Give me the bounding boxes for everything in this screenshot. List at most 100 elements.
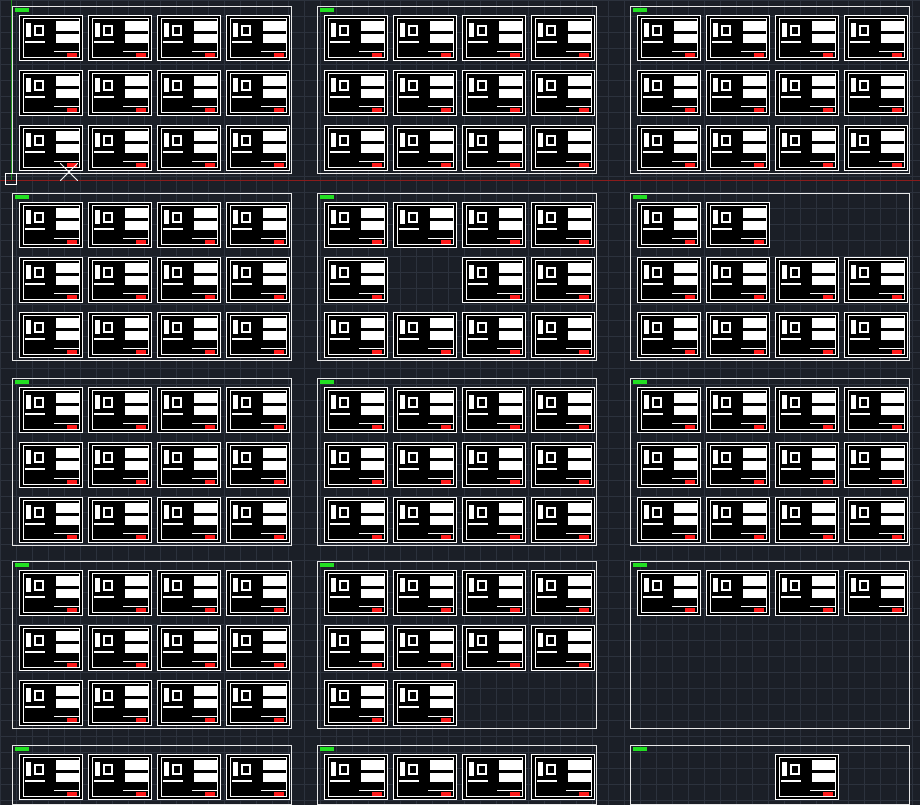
drawing-sheet[interactable] <box>19 625 83 671</box>
sheet-group[interactable] <box>12 745 292 805</box>
drawing-sheet[interactable] <box>775 754 839 800</box>
drawing-sheet[interactable] <box>844 387 908 433</box>
drawing-sheet[interactable] <box>19 680 83 726</box>
drawing-sheet[interactable] <box>706 570 770 616</box>
drawing-sheet[interactable] <box>706 312 770 358</box>
drawing-sheet[interactable] <box>19 754 83 800</box>
drawing-sheet[interactable] <box>706 15 770 61</box>
sheet-group[interactable] <box>12 378 292 546</box>
sheet-group[interactable] <box>317 6 597 174</box>
drawing-sheet[interactable] <box>637 387 701 433</box>
drawing-sheet[interactable] <box>775 125 839 171</box>
drawing-sheet[interactable] <box>393 70 457 116</box>
sheet-group[interactable] <box>630 745 910 805</box>
drawing-sheet[interactable] <box>88 680 152 726</box>
drawing-sheet[interactable] <box>19 70 83 116</box>
drawing-sheet[interactable] <box>393 570 457 616</box>
drawing-sheet[interactable] <box>706 202 770 248</box>
drawing-sheet[interactable] <box>775 387 839 433</box>
drawing-sheet[interactable] <box>531 15 595 61</box>
drawing-sheet[interactable] <box>324 202 388 248</box>
drawing-sheet[interactable] <box>531 625 595 671</box>
drawing-sheet[interactable] <box>324 125 388 171</box>
drawing-sheet[interactable] <box>706 257 770 303</box>
drawing-sheet[interactable] <box>157 312 221 358</box>
drawing-sheet[interactable] <box>531 202 595 248</box>
drawing-sheet[interactable] <box>226 257 290 303</box>
sheet-group[interactable] <box>630 378 910 546</box>
drawing-sheet[interactable] <box>637 570 701 616</box>
drawing-sheet[interactable] <box>531 312 595 358</box>
drawing-sheet[interactable] <box>844 257 908 303</box>
drawing-sheet[interactable] <box>324 754 388 800</box>
drawing-sheet[interactable] <box>157 125 221 171</box>
drawing-sheet[interactable] <box>88 497 152 543</box>
drawing-sheet[interactable] <box>226 125 290 171</box>
drawing-sheet[interactable] <box>19 202 83 248</box>
drawing-sheet[interactable] <box>226 497 290 543</box>
drawing-sheet[interactable] <box>88 312 152 358</box>
drawing-sheet[interactable] <box>226 70 290 116</box>
drawing-sheet[interactable] <box>226 625 290 671</box>
drawing-sheet[interactable] <box>157 570 221 616</box>
drawing-sheet[interactable] <box>531 257 595 303</box>
drawing-sheet[interactable] <box>775 497 839 543</box>
drawing-sheet[interactable] <box>775 15 839 61</box>
drawing-sheet[interactable] <box>462 625 526 671</box>
drawing-sheet[interactable] <box>19 387 83 433</box>
drawing-sheet[interactable] <box>324 70 388 116</box>
drawing-sheet[interactable] <box>393 202 457 248</box>
drawing-sheet[interactable] <box>462 754 526 800</box>
drawing-sheet[interactable] <box>393 312 457 358</box>
drawing-sheet[interactable] <box>19 570 83 616</box>
drawing-sheet[interactable] <box>393 125 457 171</box>
drawing-sheet[interactable] <box>637 70 701 116</box>
drawing-sheet[interactable] <box>637 312 701 358</box>
drawing-sheet[interactable] <box>531 125 595 171</box>
drawing-sheet[interactable] <box>88 570 152 616</box>
drawing-sheet[interactable] <box>637 442 701 488</box>
drawing-sheet[interactable] <box>637 257 701 303</box>
drawing-sheet[interactable] <box>324 312 388 358</box>
drawing-sheet[interactable] <box>531 754 595 800</box>
drawing-sheet[interactable] <box>324 442 388 488</box>
sheet-group[interactable] <box>630 6 910 174</box>
sheet-group[interactable] <box>317 378 597 546</box>
drawing-sheet[interactable] <box>88 70 152 116</box>
drawing-sheet[interactable] <box>706 70 770 116</box>
drawing-sheet[interactable] <box>706 125 770 171</box>
drawing-sheet[interactable] <box>157 202 221 248</box>
drawing-sheet[interactable] <box>637 125 701 171</box>
drawing-sheet[interactable] <box>157 257 221 303</box>
drawing-sheet[interactable] <box>844 497 908 543</box>
drawing-sheet[interactable] <box>393 754 457 800</box>
drawing-sheet[interactable] <box>157 497 221 543</box>
drawing-sheet[interactable] <box>88 625 152 671</box>
drawing-sheet[interactable] <box>226 442 290 488</box>
drawing-sheet[interactable] <box>157 442 221 488</box>
drawing-sheet[interactable] <box>706 387 770 433</box>
sheet-group[interactable] <box>12 193 292 361</box>
drawing-sheet[interactable] <box>88 387 152 433</box>
drawing-sheet[interactable] <box>19 442 83 488</box>
drawing-sheet[interactable] <box>462 387 526 433</box>
drawing-sheet[interactable] <box>462 442 526 488</box>
drawing-sheet[interactable] <box>226 387 290 433</box>
drawing-sheet[interactable] <box>775 312 839 358</box>
drawing-sheet[interactable] <box>775 442 839 488</box>
drawing-sheet[interactable] <box>462 312 526 358</box>
drawing-sheet[interactable] <box>844 125 908 171</box>
drawing-sheet[interactable] <box>393 442 457 488</box>
drawing-sheet[interactable] <box>775 257 839 303</box>
drawing-sheet[interactable] <box>775 70 839 116</box>
drawing-sheet[interactable] <box>226 754 290 800</box>
drawing-sheet[interactable] <box>19 312 83 358</box>
sheet-group[interactable] <box>317 561 597 729</box>
drawing-sheet[interactable] <box>324 387 388 433</box>
drawing-sheet[interactable] <box>462 202 526 248</box>
sheet-group[interactable] <box>12 6 292 174</box>
drawing-sheet[interactable] <box>706 497 770 543</box>
drawing-sheet[interactable] <box>462 70 526 116</box>
drawing-sheet[interactable] <box>393 497 457 543</box>
drawing-sheet[interactable] <box>844 570 908 616</box>
